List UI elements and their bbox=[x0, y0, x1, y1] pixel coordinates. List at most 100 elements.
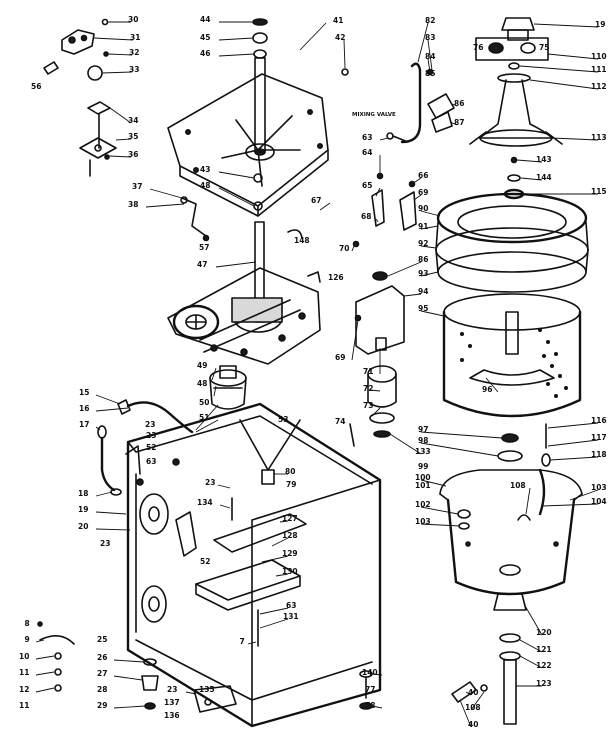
part-number-label: 108 bbox=[465, 703, 481, 712]
screw-part-30 bbox=[101, 18, 109, 26]
seal-part-133 bbox=[373, 430, 391, 438]
part-number-label: 94 bbox=[418, 287, 429, 296]
basket-hub-96 bbox=[469, 369, 555, 386]
tub-wall bbox=[446, 498, 576, 596]
part-number-label: 18 bbox=[78, 489, 89, 498]
plate-hub bbox=[245, 143, 275, 161]
part-number-label: 118 bbox=[591, 450, 607, 459]
part-number-label: 111 bbox=[591, 65, 607, 74]
part-number-label: 115 bbox=[591, 187, 607, 196]
mixing-valve-label: MIXING VALVE bbox=[352, 112, 396, 118]
part-108 bbox=[480, 684, 488, 692]
part-number-label: 123 bbox=[536, 679, 552, 688]
coupling-part-71 bbox=[375, 337, 387, 351]
cabinet-outline bbox=[126, 402, 382, 728]
part-number-label: 70 bbox=[339, 244, 350, 253]
pump-base-73 bbox=[369, 412, 395, 424]
belt-lines bbox=[199, 299, 301, 353]
gear-block bbox=[231, 297, 283, 323]
part-number-label: 75 bbox=[539, 43, 550, 52]
part-number-label: 8 bbox=[24, 619, 30, 628]
part-number-label: 36 bbox=[128, 150, 139, 159]
part-109 bbox=[517, 514, 531, 521]
agitator-top-111 bbox=[497, 73, 531, 83]
switch-part-52 bbox=[125, 445, 141, 475]
agitator-cap-base bbox=[507, 29, 529, 41]
part-number-label: 113 bbox=[591, 133, 607, 142]
bracket-part-31 bbox=[61, 29, 95, 55]
part-number-label: 48 bbox=[197, 379, 208, 388]
bracket-38 bbox=[180, 196, 210, 242]
part-number-label: 98 bbox=[418, 436, 429, 445]
bracket-part-87 bbox=[431, 111, 453, 133]
part-number-label: 41 bbox=[333, 16, 344, 25]
part-number-label: 57 bbox=[199, 243, 210, 252]
pump-assembly bbox=[349, 271, 405, 447]
part-number-label: 51 bbox=[199, 413, 210, 422]
clamp-part-118 bbox=[541, 453, 551, 467]
part-number-label: 140 bbox=[362, 668, 378, 677]
part-number-label: 30 bbox=[128, 15, 139, 24]
part-number-label: 53 bbox=[278, 415, 289, 424]
knob-part-33 bbox=[87, 65, 103, 81]
bracket-arm bbox=[181, 197, 207, 237]
part-number-label: 144 bbox=[536, 173, 552, 182]
part-number-label: 104 bbox=[591, 497, 607, 506]
cabinet-base-25 bbox=[126, 402, 382, 728]
part-number-label: 135 bbox=[199, 685, 215, 694]
part-number-label: 16 bbox=[79, 404, 90, 413]
part-number-label: 69 bbox=[418, 188, 429, 197]
clip-part-126 bbox=[307, 271, 321, 283]
part-number-label: 63 bbox=[286, 601, 297, 610]
part-number-label: 129 bbox=[282, 549, 298, 558]
part-number-label: 7 bbox=[239, 637, 245, 646]
part-number-label: 127 bbox=[282, 514, 298, 523]
part-number-label: 20 bbox=[78, 522, 89, 531]
plate-outline bbox=[167, 73, 329, 207]
cap-part-56 bbox=[43, 61, 59, 75]
motor-pulley bbox=[219, 365, 237, 379]
tub-rim bbox=[439, 469, 583, 495]
leg-part-135 bbox=[193, 685, 237, 713]
part-number-label: 122 bbox=[536, 661, 552, 670]
part-number-label: 11 bbox=[19, 668, 30, 677]
pump-part-120 bbox=[493, 593, 527, 611]
part-number-label: 45 bbox=[200, 33, 211, 42]
part-number-label: 86 bbox=[454, 99, 465, 108]
part-number-label: 63 bbox=[146, 457, 157, 466]
part-76 bbox=[488, 42, 504, 54]
part-number-label: 103 bbox=[591, 483, 607, 492]
part-number-label: 95 bbox=[418, 304, 429, 313]
part-number-label: 50 bbox=[199, 398, 210, 407]
bushing-part-121 bbox=[499, 633, 521, 643]
part-number-label: 87 bbox=[454, 118, 465, 127]
cabinet-mount-hole bbox=[139, 493, 169, 535]
part-number-label: 17 bbox=[79, 420, 90, 429]
part-number-label: 126 bbox=[328, 273, 344, 282]
plate-part-35 bbox=[79, 137, 117, 159]
leader-lines bbox=[35, 21, 599, 728]
part-number-label: 33 bbox=[129, 65, 140, 74]
post-cap-79 bbox=[261, 469, 275, 485]
part-number-label: 43 bbox=[200, 165, 211, 174]
part-number-label: 49 bbox=[197, 361, 208, 370]
part-number-label: 15 bbox=[79, 388, 90, 397]
part-number-label: 133 bbox=[415, 447, 431, 456]
transmission-housing bbox=[167, 267, 321, 365]
part-102 bbox=[457, 509, 471, 519]
agitator-cap-19 bbox=[501, 17, 535, 31]
part-number-label: 128 bbox=[282, 531, 298, 540]
part-number-label: 12 bbox=[19, 685, 30, 694]
part-number-label: 73 bbox=[363, 401, 374, 410]
part-75 bbox=[520, 42, 536, 54]
cap-parts-box bbox=[475, 37, 549, 61]
part-number-label: 31 bbox=[130, 33, 141, 42]
seal-part-97 bbox=[501, 433, 519, 443]
part-number-label: 19 bbox=[595, 20, 606, 29]
top-left-parts bbox=[43, 18, 117, 177]
clip-part-32 bbox=[103, 51, 109, 57]
part-number-label: 91 bbox=[418, 222, 429, 231]
part-number-label: 10 bbox=[19, 652, 30, 661]
part-number-label: 77 bbox=[365, 685, 376, 694]
